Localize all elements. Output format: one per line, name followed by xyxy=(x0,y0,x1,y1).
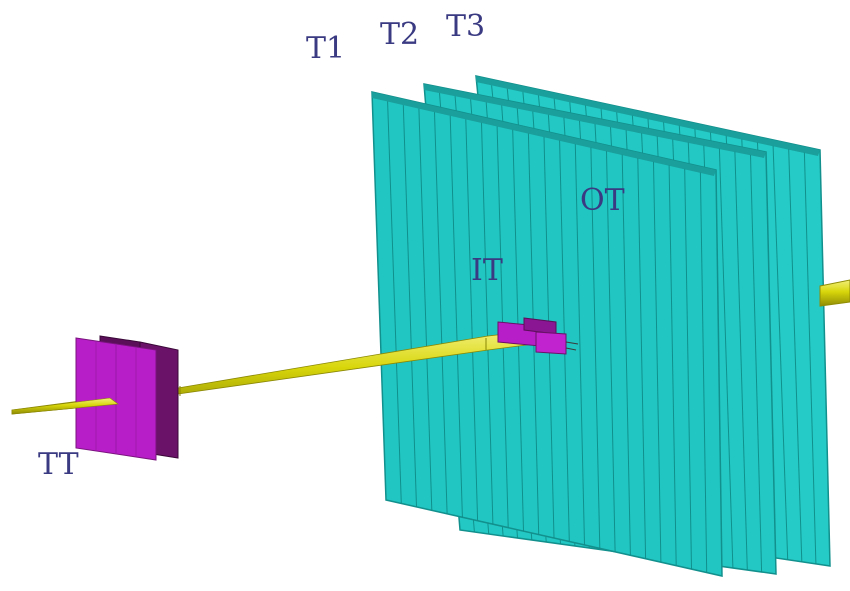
beam-pipe-front xyxy=(11,397,119,415)
label-ot: OT xyxy=(580,183,625,218)
label-t2: T2 xyxy=(380,17,420,52)
ot-module-stripe xyxy=(465,119,479,521)
ot-module-stripe xyxy=(481,122,494,525)
ot-module-stripe xyxy=(684,168,692,570)
inner-tracker xyxy=(497,317,579,355)
ot-module-stripe xyxy=(449,115,463,518)
trigger-tracker xyxy=(75,335,179,461)
label-t1: T1 xyxy=(306,31,346,66)
label-t3: T3 xyxy=(446,9,486,44)
ot-module-stripe xyxy=(653,161,662,563)
ot-module-stripe xyxy=(621,154,631,556)
ot-module-stripe xyxy=(718,148,734,569)
ot-module-stripe xyxy=(606,151,616,552)
ot-module-stripe xyxy=(803,152,817,564)
ot-module-stripe xyxy=(402,105,417,507)
ot-module-stripe xyxy=(750,154,763,573)
ot-module-stripe xyxy=(788,149,803,562)
ot-module-stripe xyxy=(637,158,647,559)
ot-module-stripe xyxy=(772,145,789,560)
ot-module-stripe xyxy=(699,172,708,573)
ot-module-stripe xyxy=(387,101,402,504)
ot-module-stripe xyxy=(668,165,677,566)
label-it: IT xyxy=(471,253,503,288)
ot-module-stripe xyxy=(734,151,748,571)
ot-module-stripe xyxy=(434,112,448,514)
ot-module-stripe xyxy=(590,147,601,549)
ot-module-stripe xyxy=(418,108,433,511)
label-tt: TT xyxy=(38,447,79,482)
beam-pipe-right xyxy=(819,279,850,307)
ot-module-stripe xyxy=(574,144,585,545)
